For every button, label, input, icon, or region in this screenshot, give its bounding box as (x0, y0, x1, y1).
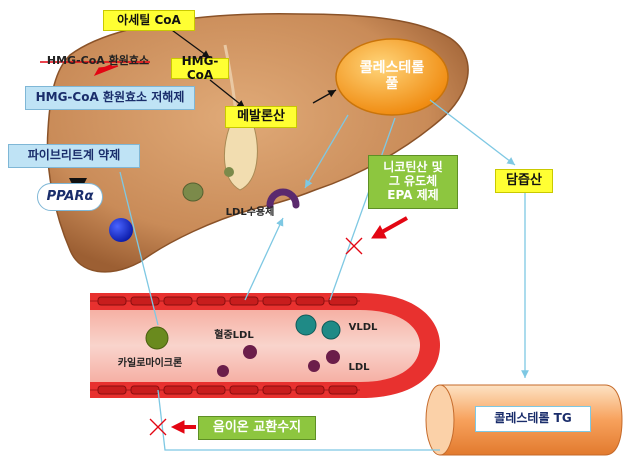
vessel-cell (263, 297, 291, 305)
cholesterol-pool-label: 콜레스테롤 풀 (345, 54, 439, 98)
vessel-cell (98, 297, 126, 305)
ldl-particle (308, 360, 320, 372)
hmg-inhibitor-label: HMG-CoA 환원효소 저해제 (25, 86, 195, 110)
vessel-cell (329, 386, 357, 394)
blood-ldl-label: 혈중LDL (204, 328, 264, 344)
liver-particle (109, 218, 133, 242)
ldl-particle (217, 365, 229, 377)
vessel-cell (230, 297, 258, 305)
ppar-alpha-label: PPARα (37, 183, 103, 211)
vessel-cell (296, 386, 324, 394)
vessel-cell (164, 297, 192, 305)
intestine-opening (426, 385, 454, 455)
vessel-cell (131, 386, 159, 394)
fibrate-label: 파이브리트계 약제 (8, 144, 140, 168)
chylomicron-particle (146, 327, 168, 349)
vessel-cell (329, 297, 357, 305)
mevalonate-label: 메발론산 (225, 106, 297, 128)
bile-duct-small (183, 183, 203, 201)
hmg-coa-label: HMG-CoA (171, 58, 229, 79)
vessel-cell (98, 386, 126, 394)
acetyl-coa-label: 아세틸 CoA (103, 10, 195, 31)
vldl-label: VLDL (343, 320, 383, 336)
vldl-particle (296, 315, 316, 335)
vessel-cell (263, 386, 291, 394)
vessel-cell (164, 386, 192, 394)
bile-acid-label: 담즙산 (495, 169, 553, 193)
chylomicron-label: 카일로마이크론 (100, 356, 200, 372)
niacin-epa-label: 니코틴산 및 그 유도체 EPA 제제 (368, 155, 458, 209)
vessel-cell (296, 297, 324, 305)
vessel-cell (131, 297, 159, 305)
vessel-cell (230, 386, 258, 394)
hmg-reductase-label: HMG-CoA 환원효소 (38, 52, 158, 70)
ldl-particle (243, 345, 257, 359)
intestine-content-label: 콜레스테롤 TG (475, 406, 591, 432)
ldl-label: LDL (341, 360, 377, 376)
vldl-particle (322, 321, 340, 339)
ldl-particle (326, 350, 340, 364)
vessel-cell (197, 386, 225, 394)
bile-duct-dot (224, 167, 234, 177)
anion-exchange-resin-label: 음이온 교환수지 (198, 416, 316, 440)
ldl-receptor-label: LDL수용체 (213, 205, 287, 221)
vessel-cell (197, 297, 225, 305)
